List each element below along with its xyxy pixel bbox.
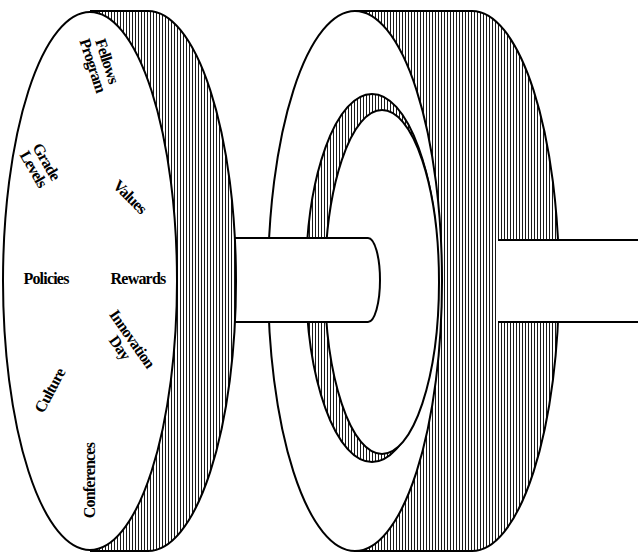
disk-face: Fellows ProgramGrade LevelsValuesPolicie…: [2, 11, 178, 551]
disk-face-ellipse: [3, 12, 177, 550]
disk-word: Policies: [23, 271, 68, 286]
shaft: [215, 238, 380, 322]
shaft: [498, 240, 638, 322]
disk-word: Conferences: [82, 443, 97, 518]
disk-word: Rewards: [111, 271, 166, 286]
